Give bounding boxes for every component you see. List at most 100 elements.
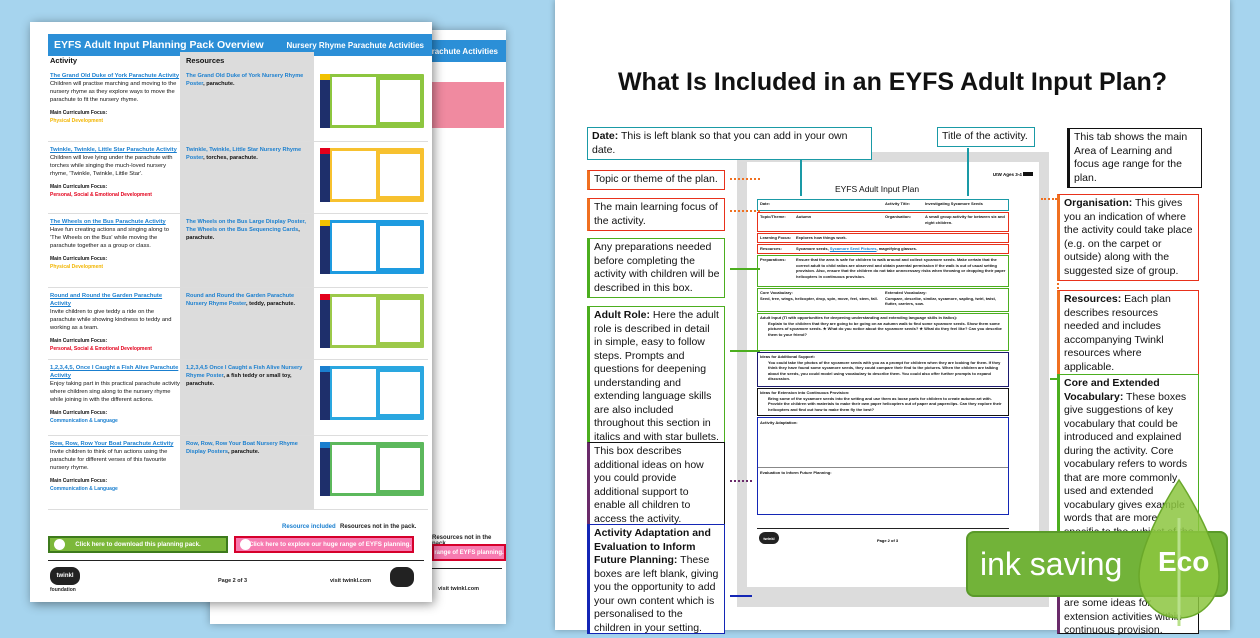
twinkl-logo: twinkl [50, 567, 80, 585]
focus-value: Communication & Language [50, 486, 118, 492]
resource-link[interactable]: Row, Row, Row Your Boat Nursery Rhyme Di… [186, 441, 298, 455]
plan-preview: UtW Ages 3-4 EYFS Adult Input Plan Date:… [747, 162, 1039, 587]
activity-cell: The Wheels on the Bus Parachute Activity… [50, 218, 180, 271]
activity-link[interactable]: 1,2,3,4,5, Once I Caught a Fish Alive Pa… [50, 365, 179, 379]
activity-cell: Twinkle, Twinkle, Little Star Parachute … [50, 146, 180, 199]
header-bar: EYFS Adult Input Planning Pack Overview … [48, 34, 432, 56]
activity-cell: The Grand Old Duke of York Parachute Act… [50, 72, 180, 125]
activity-cell: 1,2,3,4,5, Once I Caught a Fish Alive Pa… [50, 364, 180, 425]
plan-extension-row: Ideas for Extension into Continuous Prov… [757, 388, 1009, 416]
resource-link[interactable]: The Wheels on the Bus Large Display Post… [186, 219, 306, 233]
callout-title: Title of the activity. [937, 127, 1035, 147]
table-row: Row, Row, Row Your Boat Parachute Activi… [48, 436, 428, 510]
resources-cell: 1,2,3,4,5 Once I Caught a Fish Alive Nur… [186, 365, 303, 387]
age-tab: UtW Ages 3-4 [993, 172, 1033, 177]
activity-link[interactable]: Twinkle, Twinkle, Little Star Parachute … [50, 147, 177, 153]
legend-not-included: Resources not in the pack. [340, 524, 417, 530]
callout-date: Date: This is left blank so that you can… [587, 127, 872, 160]
table-row: Round and Round the Garden Parachute Act… [48, 288, 428, 360]
resource-link[interactable]: Round and Round the Garden Parachute Nur… [186, 293, 295, 307]
plan-vocab-row: Core Vocabulary:Seed, tree, wings, helic… [757, 288, 1009, 312]
back-explore-button[interactable]: range of EYFS planning. [432, 544, 506, 561]
resource-thumbnail[interactable] [320, 442, 424, 496]
plan-resources-row: Resources: Sycamore seeds, Sycamore Seed… [757, 244, 1009, 254]
activity-description: Children will love lying under the parac… [50, 155, 173, 177]
resource-thumbnail[interactable] [320, 366, 424, 420]
explore-planning-button[interactable]: Click here to explore our huge range of … [234, 536, 414, 553]
table-row: The Wheels on the Bus Parachute Activity… [48, 214, 428, 288]
badge-icon [390, 567, 414, 587]
resource-link[interactable]: Twinkle, Twinkle, Little Star Nursery Rh… [186, 147, 302, 161]
callout-topic: Topic or theme of the plan. [587, 170, 725, 190]
callout-resources: Resources: Each plan describes resources… [1057, 290, 1199, 377]
visit-link[interactable]: visit twinkl.com [330, 578, 371, 584]
callout-preparations: Any preparations needed before completin… [587, 238, 725, 298]
plan-date-row: Date: Activity Title: Investigating Syca… [757, 199, 1009, 211]
focus-value: Physical Development [50, 264, 104, 270]
eco-label: Eco [1158, 546, 1210, 577]
activity-link[interactable]: Round and Round the Garden Parachute Act… [50, 293, 163, 307]
focus-label: Main Curriculum Focus: [50, 110, 108, 116]
header-title: EYFS Adult Input Planning Pack Overview [54, 39, 264, 51]
activity-cell: Row, Row, Row Your Boat Parachute Activi… [50, 440, 180, 493]
column-header-activity: Activity [50, 56, 78, 65]
activity-cell: Round and Round the Garden Parachute Act… [50, 292, 180, 353]
resource-thumbnail[interactable] [320, 220, 424, 274]
plan-title: EYFS Adult Input Plan [834, 184, 920, 194]
activity-description: Invite children to think of fun actions … [50, 449, 168, 471]
activity-description: Enjoy taking part in this practical para… [50, 381, 180, 403]
resources-cell: Row, Row, Row Your Boat Nursery Rhyme Di… [186, 441, 298, 455]
download-pack-button[interactable]: Click here to download this planning pac… [48, 536, 228, 553]
focus-value: Physical Development [50, 118, 104, 124]
callout-focus: The main learning focus of the activity. [587, 198, 725, 231]
resources-cell: The Grand Old Duke of York Nursery Rhyme… [186, 73, 304, 87]
plan-topic-row: Topic/Theme: Autumn Organisation: A smal… [757, 212, 1009, 232]
resources-cell: Round and Round the Garden Parachute Nur… [186, 293, 296, 307]
resource-thumbnail[interactable] [320, 148, 424, 202]
twinkl-icon [54, 539, 65, 550]
plan-adult-row: Adult Input (TI with opportunities for d… [757, 313, 1009, 351]
resource-thumbnail[interactable] [320, 294, 424, 348]
legend-included: Resource included [282, 524, 336, 530]
focus-label: Main Curriculum Focus: [50, 410, 108, 416]
resources-cell: The Wheels on the Bus Large Display Post… [186, 219, 306, 241]
table-row: 1,2,3,4,5, Once I Caught a Fish Alive Pa… [48, 360, 428, 436]
resource-link[interactable]: The Grand Old Duke of York Nursery Rhyme… [186, 73, 304, 87]
callout-organisation: Organisation: This gives you an indicati… [1057, 194, 1199, 281]
back-thumbnail [432, 82, 504, 128]
focus-label: Main Curriculum Focus: [50, 338, 108, 344]
resources-column-bg [180, 52, 314, 510]
plan-support-row: Ideas for Additional Support: You could … [757, 352, 1009, 387]
page-title: What Is Included in an EYFS Adult Input … [617, 68, 1168, 96]
leaf-drop-icon [1138, 478, 1220, 626]
activity-description: Invite children to give teddy a ride on … [50, 309, 172, 331]
twinkl-icon [240, 539, 251, 550]
focus-label: Main Curriculum Focus: [50, 478, 108, 484]
page-number: Page 2 of 3 [218, 578, 248, 584]
callout-adaptation: Activity Adaptation and Evaluation to In… [587, 524, 725, 634]
focus-label: Main Curriculum Focus: [50, 256, 108, 262]
focus-label: Main Curriculum Focus: [50, 184, 108, 190]
activity-link[interactable]: The Wheels on the Bus Parachute Activity [50, 219, 166, 225]
plan-adaptation-box: Activity Adaptation: Evaluation to Infor… [757, 417, 1009, 515]
activity-description: Children will practise marching and movi… [50, 81, 177, 103]
plan-focus-row: Learning Focus: Explores how things work… [757, 233, 1009, 243]
resource-link[interactable]: 1,2,3,4,5 Once I Caught a Fish Alive Nur… [186, 365, 303, 379]
column-header-resources: Resources [186, 56, 225, 65]
header-subtitle: Nursery Rhyme Parachute Activities [286, 40, 424, 50]
table-row: The Grand Old Duke of York Parachute Act… [48, 68, 428, 142]
activity-link[interactable]: Row, Row, Row Your Boat Parachute Activi… [50, 441, 174, 447]
table-row: Twinkle, Twinkle, Little Star Parachute … [48, 142, 428, 214]
resources-cell: Twinkle, Twinkle, Little Star Nursery Rh… [186, 147, 302, 161]
focus-value: Personal, Social & Emotional Development [50, 346, 152, 352]
plan-prep-row: Preparations: Ensure that the area is sa… [757, 255, 1009, 287]
focus-value: Personal, Social & Emotional Development [50, 192, 152, 198]
focus-value: Communication & Language [50, 418, 118, 424]
callout-tab: This tab shows the main Area of Learning… [1067, 128, 1202, 188]
plan-explainer-page: What Is Included in an EYFS Adult Input … [555, 0, 1230, 636]
activity-description: Have fun creating actions and singing al… [50, 227, 169, 249]
callout-support: This box describes additional ideas on h… [587, 442, 725, 529]
overview-page: EYFS Adult Input Planning Pack Overview … [30, 22, 432, 602]
resource-thumbnail[interactable] [320, 74, 424, 128]
activity-link[interactable]: The Grand Old Duke of York Parachute Act… [50, 73, 180, 79]
